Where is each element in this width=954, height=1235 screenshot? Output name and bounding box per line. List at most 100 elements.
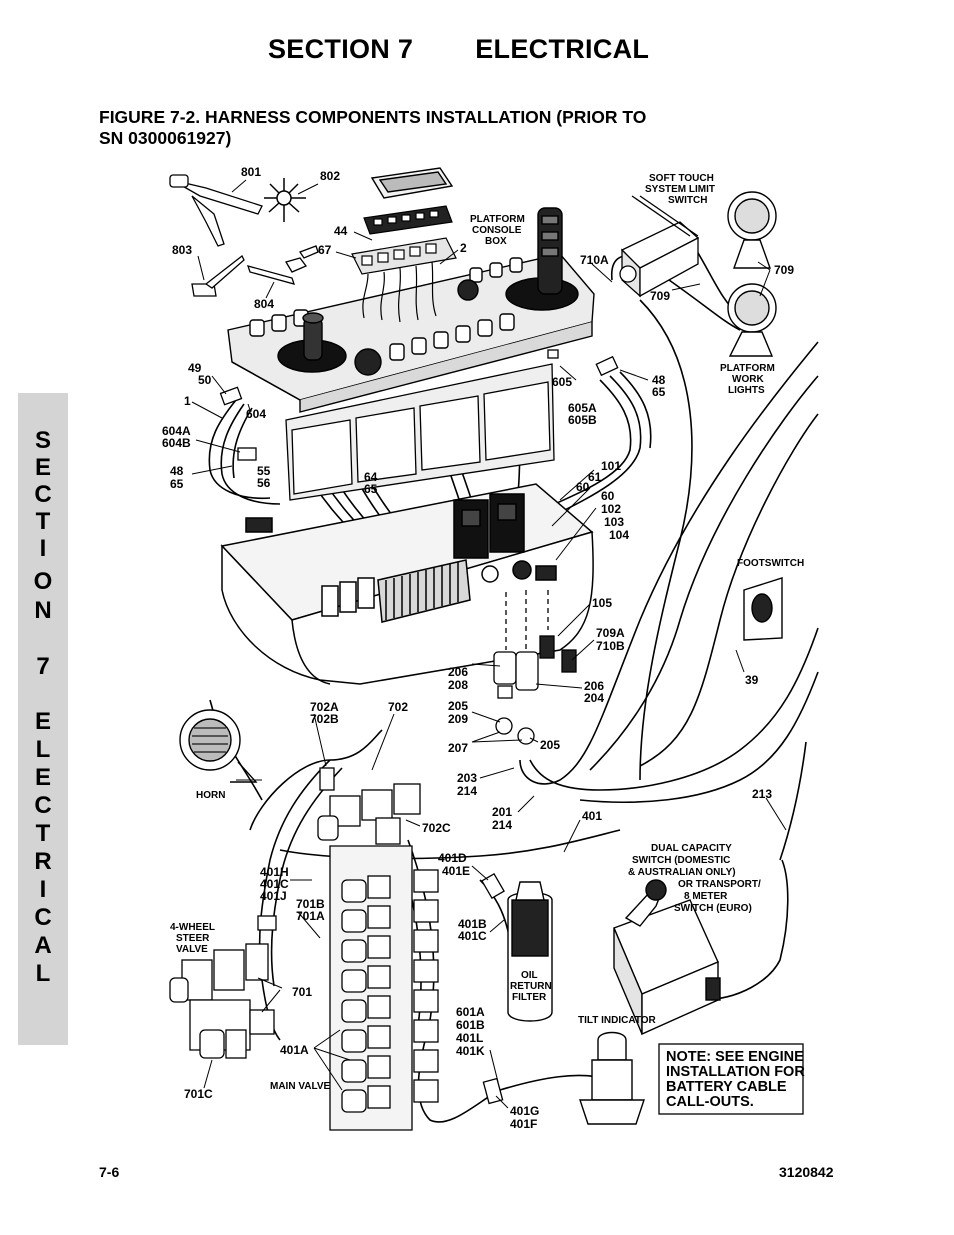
- callout-401l: 401L: [456, 1031, 483, 1045]
- soft-touch-label-2: SYSTEM LIMIT: [645, 184, 715, 195]
- tab-letter: S: [34, 427, 51, 454]
- valve-702: [317, 783, 421, 845]
- callout-103: 103: [604, 515, 624, 529]
- tilt-indicator: [579, 1031, 645, 1125]
- callout-48: 48: [652, 373, 666, 387]
- callout-401d: 401D: [438, 851, 467, 865]
- four-wheel-steer-valve: [169, 943, 275, 1059]
- crimper-804: [246, 245, 319, 285]
- callout-49: 49: [188, 361, 202, 375]
- tab-letter: R: [34, 848, 52, 875]
- main-valve: [329, 845, 439, 1131]
- dual-capacity-label-3: & AUSTRALIAN ONLY): [628, 867, 736, 878]
- callout-labels: 801 802 803 804 44 67 2 PLATFORM CONSOLE…: [162, 165, 804, 1131]
- callout-709: 709: [774, 263, 794, 277]
- work-light: [727, 191, 777, 269]
- tab-letter: 7: [36, 653, 50, 680]
- dual-capacity-label-5: 8 METER: [684, 891, 728, 902]
- oil-filter-label-3: FILTER: [512, 992, 547, 1003]
- tab-letter: T: [35, 820, 51, 847]
- tab-letter: I: [39, 535, 47, 562]
- callout-604: 604: [246, 407, 266, 421]
- soft-touch-switch: [619, 195, 700, 298]
- callout-401a: 401A: [280, 1043, 309, 1057]
- callout-205: 205: [540, 738, 560, 752]
- horn-label: HORN: [196, 790, 225, 801]
- work-lights-label-3: LIGHTS: [728, 385, 765, 396]
- tab-letter: N: [34, 597, 52, 624]
- callout-207: 207: [448, 741, 468, 755]
- tab-letter: E: [34, 764, 51, 791]
- steer-valve-label-1: 4-WHEEL: [170, 922, 215, 933]
- steer-valve-label-2: STEER: [176, 933, 210, 944]
- callout-401b: 401B: [458, 917, 487, 931]
- callout-1: 1: [184, 394, 191, 408]
- callout-214: 214: [492, 818, 512, 832]
- footswitch-label: FOOTSWITCH: [737, 558, 804, 569]
- callout-39: 39: [745, 673, 759, 687]
- tab-letter: I: [39, 876, 47, 903]
- platform-console-box: [227, 207, 595, 413]
- callout-710b: 710B: [596, 639, 625, 653]
- note-line-1: NOTE: SEE ENGINE: [666, 1049, 804, 1065]
- callout-804: 804: [254, 297, 274, 311]
- callout-65: 65: [364, 482, 378, 496]
- callout-67: 67: [318, 243, 332, 257]
- callout-105: 105: [592, 596, 612, 610]
- dual-capacity-switch: [613, 879, 721, 1036]
- steer-valve-label-3: VALVE: [176, 944, 208, 955]
- callout-605: 605: [552, 375, 572, 389]
- extraction-tool-802: [264, 178, 306, 222]
- callout-702a: 702A: [310, 700, 339, 714]
- callout-401c: 401C: [458, 929, 487, 943]
- tab-letter: A: [34, 932, 52, 959]
- pin-tool-803: [191, 255, 245, 297]
- assembly-guides: [505, 590, 549, 650]
- callout-702b: 702B: [310, 712, 339, 726]
- callout-60: 60: [576, 480, 590, 494]
- note-line-3: BATTERY CABLE: [666, 1079, 787, 1095]
- callout-401g: 401G: [510, 1104, 539, 1118]
- callout-702c: 702C: [422, 821, 451, 835]
- callout-44: 44: [334, 224, 348, 238]
- work-lights-label-2: WORK: [732, 374, 764, 385]
- tab-letter: L: [35, 736, 51, 763]
- soft-touch-label-1: SOFT TOUCH: [649, 173, 714, 184]
- dual-capacity-label-4: OR TRANSPORT/: [678, 879, 761, 890]
- callout-701c: 701C: [184, 1087, 213, 1101]
- soft-touch-label-3: SWITCH: [668, 195, 707, 206]
- figure-title-line-2: SN 0300061927): [99, 128, 232, 148]
- work-lights-label-1: PLATFORM: [720, 363, 775, 374]
- section-number: SECTION 7: [268, 34, 414, 64]
- switch-panel-67: [351, 237, 457, 323]
- callout-601a: 601A: [456, 1005, 485, 1019]
- callout-701: 701: [292, 985, 312, 999]
- note-box: NOTE: SEE ENGINE INSTALLATION FOR BATTER…: [658, 1043, 805, 1115]
- callout-209: 209: [448, 712, 468, 726]
- callout-801: 801: [241, 165, 261, 179]
- callout-205: 205: [448, 699, 468, 713]
- callout-102: 102: [601, 502, 621, 516]
- work-light: [727, 283, 777, 357]
- indicator-panel-44: [363, 205, 453, 235]
- figure-title: FIGURE 7-2. HARNESS COMPONENTS INSTALLAT…: [99, 107, 719, 149]
- callout-702: 702: [388, 700, 408, 714]
- tab-letter: C: [34, 481, 52, 508]
- console-base: [220, 483, 594, 685]
- callout-802: 802: [320, 169, 340, 183]
- oil-return-filter: [507, 881, 553, 1022]
- callout-709: 709: [650, 289, 670, 303]
- callout-701a: 701A: [296, 909, 325, 923]
- callout-604b: 604B: [162, 436, 191, 450]
- callout-701b: 701B: [296, 897, 325, 911]
- tab-letter: L: [35, 960, 51, 987]
- callout-65: 65: [652, 385, 666, 399]
- callout-48: 48: [170, 464, 184, 478]
- leader-lines: [191, 179, 787, 1109]
- callout-61: 61: [588, 470, 602, 484]
- callout-401e: 401E: [442, 864, 470, 878]
- platform-console-label-1: PLATFORM: [470, 214, 525, 225]
- callout-601b: 601B: [456, 1018, 485, 1032]
- callout-208: 208: [448, 678, 468, 692]
